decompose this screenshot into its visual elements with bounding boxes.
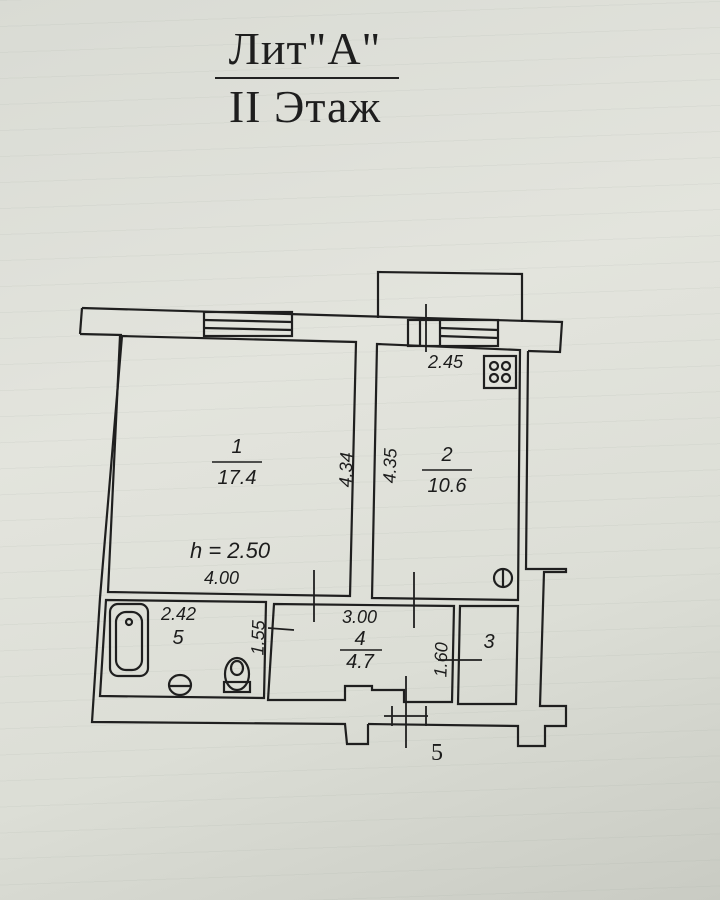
room-3-number: 3: [483, 631, 494, 653]
room-3-outline: [456, 604, 520, 706]
room-1-outline: [106, 334, 358, 598]
outer-wall-right: [367, 350, 568, 748]
dim-room-2-width: 2.45: [427, 352, 464, 372]
room-5-outline: [98, 598, 268, 700]
sink: [167, 673, 193, 697]
room-5-number: 5: [172, 627, 184, 649]
dim-room-1-width: 4.00: [204, 568, 239, 588]
window-room-1: [202, 310, 294, 338]
entrance-label: 5: [431, 740, 443, 766]
dim-room-4-width: 3.00: [342, 607, 377, 627]
room-4-number: 4: [354, 628, 365, 650]
room-1-number: 1: [231, 436, 242, 458]
dim-room-2-height: 4.35: [379, 447, 400, 484]
balcony-outline: [376, 270, 524, 322]
title-underline: [215, 77, 399, 79]
bathtub: [108, 602, 150, 678]
dim-room-4-height: 1.60: [430, 642, 451, 678]
top-wall-inner-left: [79, 332, 123, 337]
top-wall-outer: [81, 306, 564, 354]
title-block: Лит"А" II Этаж: [205, 25, 405, 131]
room-2-outline: [370, 342, 522, 602]
stove: [482, 354, 518, 390]
toilet: [222, 656, 252, 694]
top-wall-left-cap: [78, 307, 84, 335]
title-lit: Лит"А": [228, 23, 382, 74]
room-4-area: 4.7: [346, 651, 375, 673]
kitchen-sink: [492, 567, 514, 589]
title-floor: II Этаж: [228, 81, 382, 132]
dim-room-5-height: 1.55: [247, 619, 268, 656]
room-4-outline: [266, 602, 456, 704]
dim-room-5-width: 2.42: [160, 604, 196, 624]
window-room-2: [406, 318, 500, 348]
room-2-number: 2: [440, 444, 452, 466]
dimension-ticks: [267, 304, 482, 748]
dim-room-1-height: 4.34: [335, 452, 356, 488]
room-1-area: 17.4: [218, 467, 257, 489]
ceiling-height: h = 2.50: [190, 538, 271, 563]
room-2-area: 10.6: [428, 475, 468, 497]
